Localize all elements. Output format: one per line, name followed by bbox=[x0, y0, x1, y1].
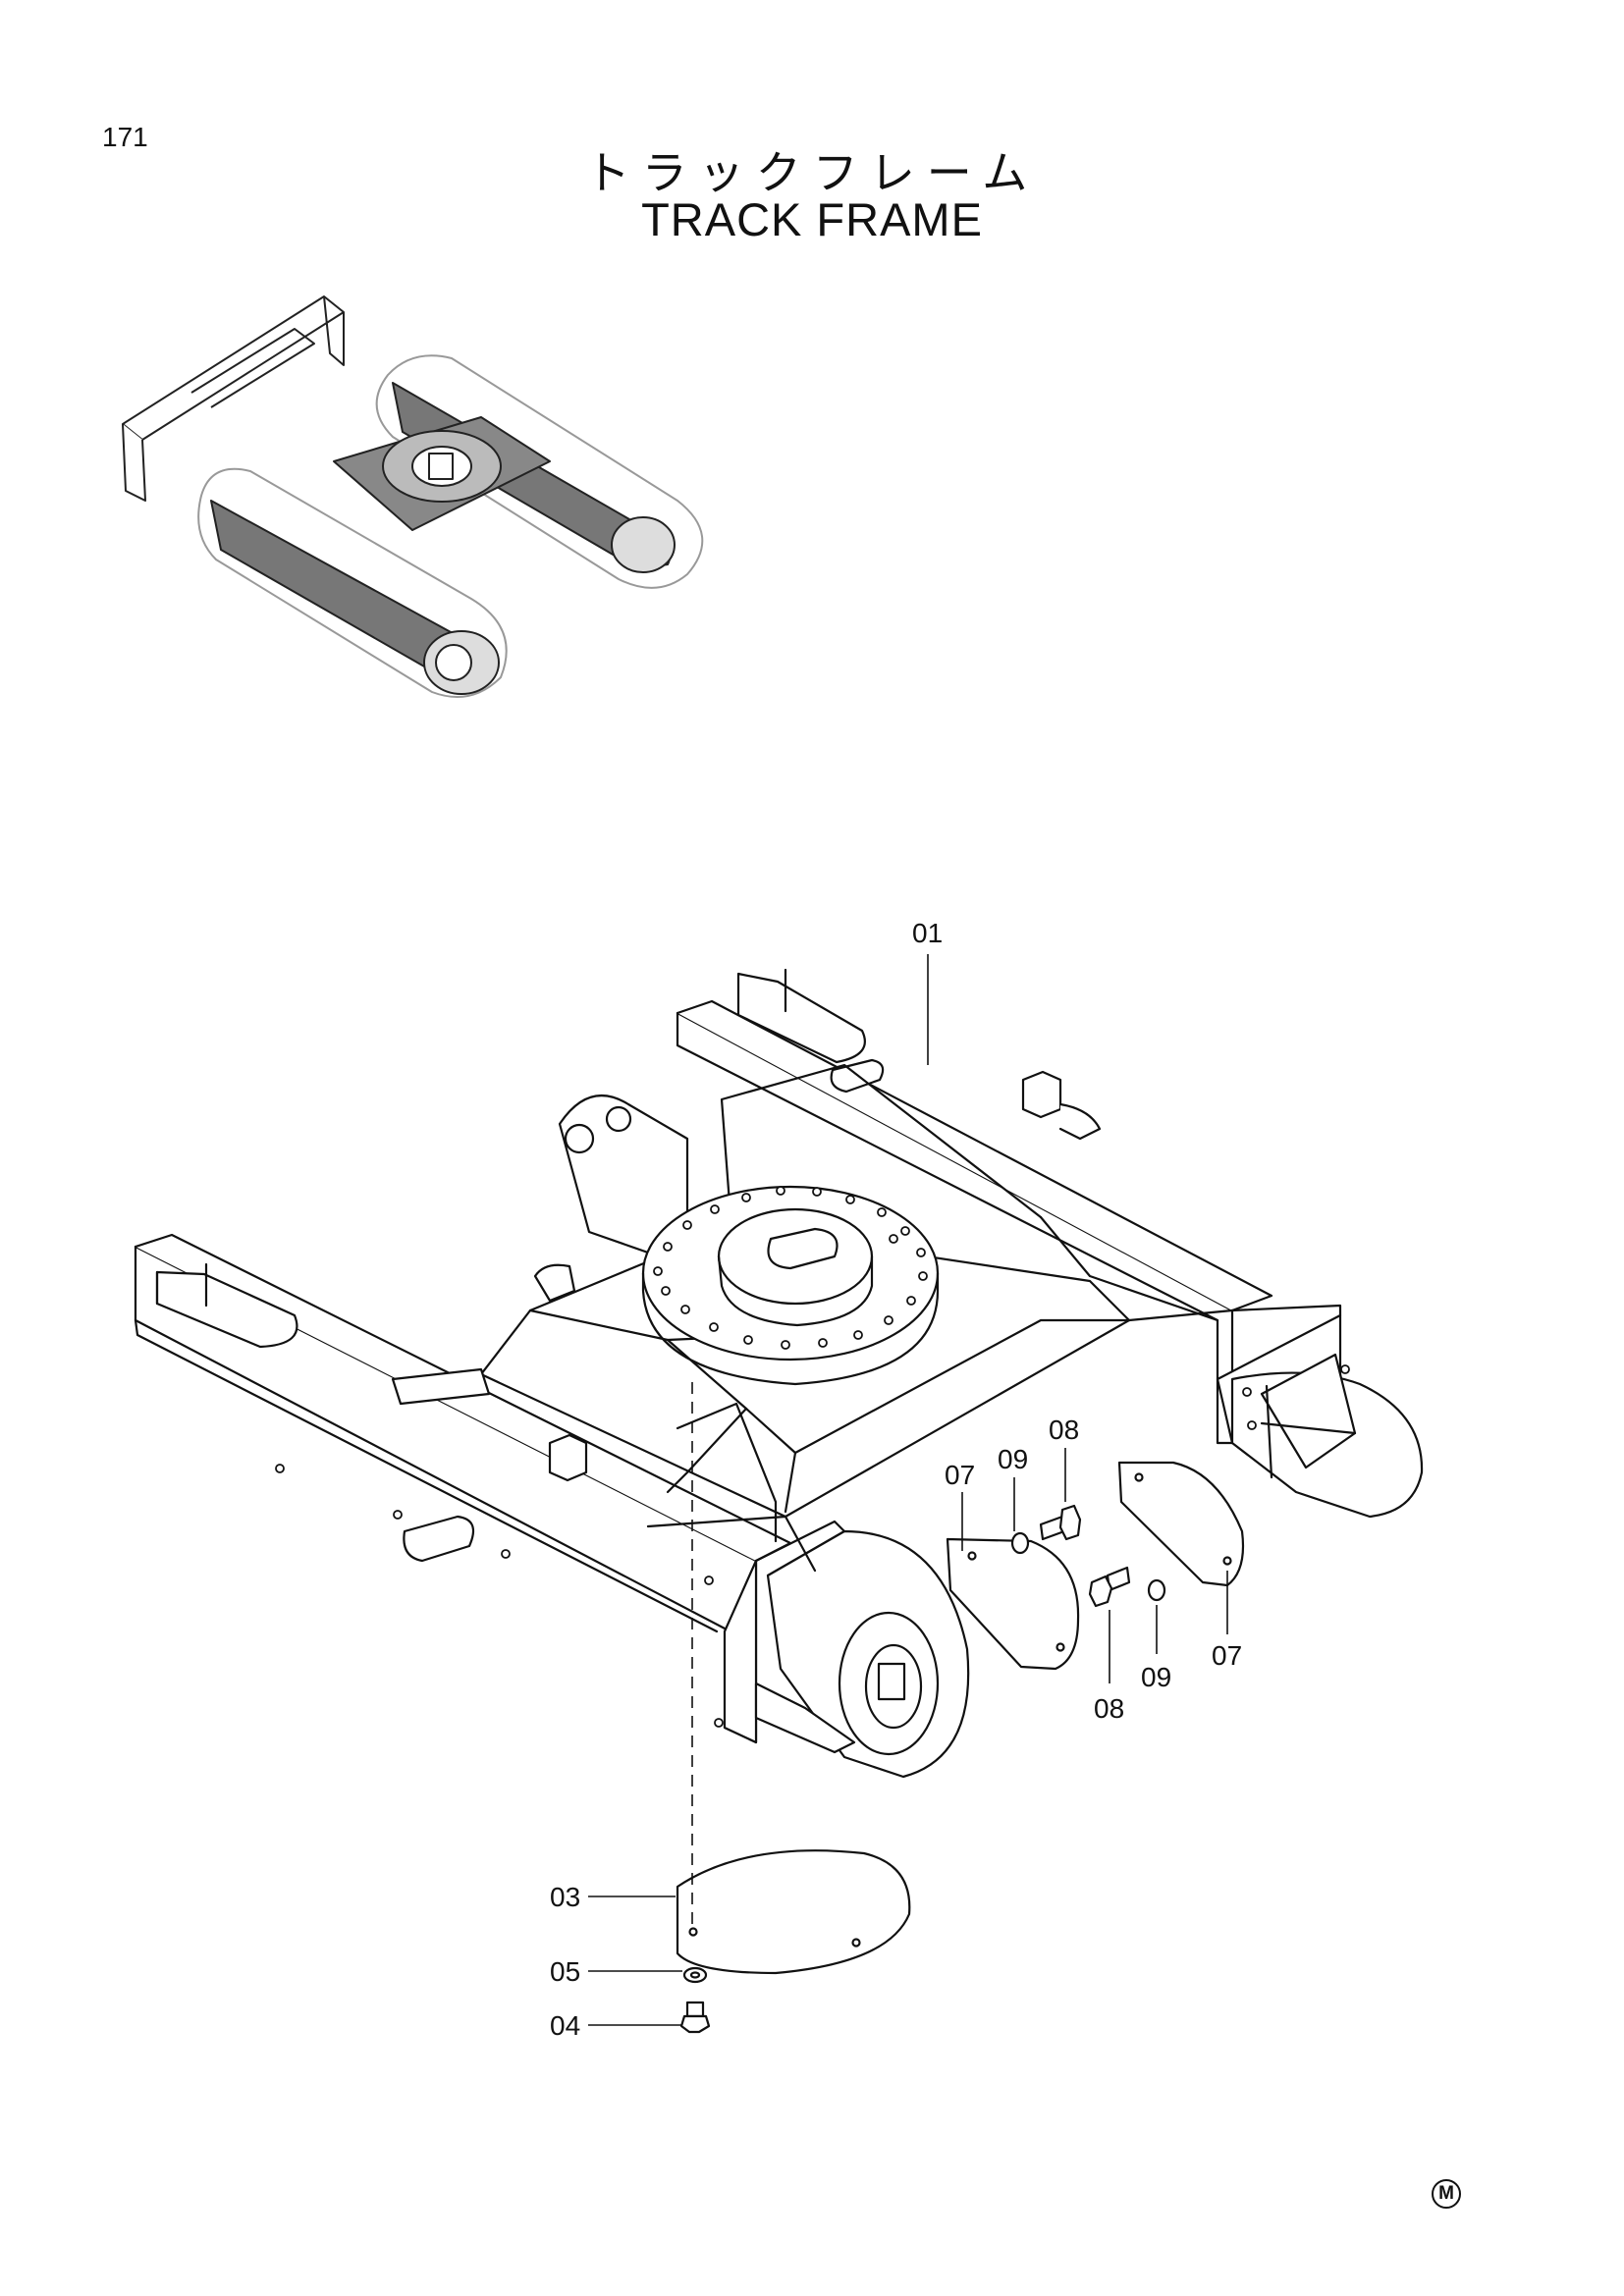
loose-parts bbox=[676, 1461, 1245, 2034]
callout-07-left: 07 bbox=[945, 1460, 975, 1490]
title-english: TRACK FRAME bbox=[641, 193, 983, 245]
callout-09-left: 09 bbox=[998, 1444, 1028, 1474]
callout-01: 01 bbox=[912, 918, 943, 948]
page-number: 171 bbox=[102, 122, 148, 152]
circled-m-mark: M bbox=[1432, 2179, 1461, 2209]
overview-thumbnail bbox=[122, 295, 704, 698]
callout-04: 04 bbox=[550, 2010, 580, 2041]
callout-08-left: 08 bbox=[1049, 1415, 1079, 1445]
callout-03: 03 bbox=[550, 1882, 580, 1912]
leader-lines bbox=[588, 954, 1228, 2026]
callout-09-right: 09 bbox=[1141, 1662, 1171, 1692]
callout-05: 05 bbox=[550, 1956, 580, 1987]
callout-07-right: 07 bbox=[1212, 1640, 1242, 1671]
track-frame-drawing bbox=[134, 968, 1424, 1779]
callout-labels: 01 03 05 04 07 09 08 07 09 08 bbox=[550, 918, 1242, 2041]
title-japanese: トラックフレーム bbox=[584, 146, 1040, 199]
callout-08-right: 08 bbox=[1094, 1693, 1124, 1724]
